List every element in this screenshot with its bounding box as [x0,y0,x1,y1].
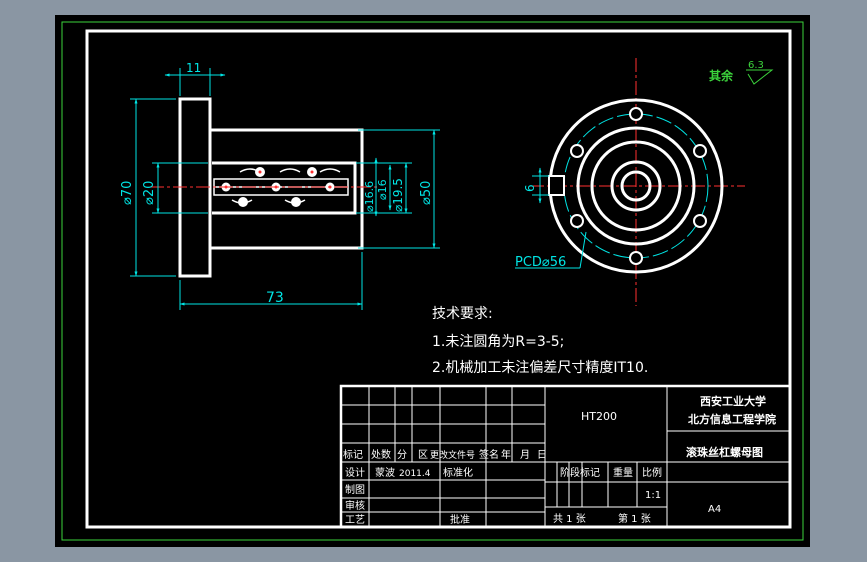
hdr-zone: 区 [418,449,428,461]
part-name: 滚珠丝杠螺母图 [686,445,763,459]
surface-finish-symbol: 其余 6.3 [709,60,774,85]
tech-req-item-1: 1.未注圆角为R=3-5; [432,334,564,350]
scale-value: 1:1 [645,490,661,501]
raceway-circle [590,140,682,232]
hdr-day: 日 [537,450,547,461]
sheet-total: 共 1 张 [553,513,586,525]
dim-length: 73 [266,290,284,306]
oil-slot [548,175,565,196]
tech-req-item-2: 2.机械加工未注偏差尺寸精度IT10. [432,360,648,376]
side-view: 6 PCD⌀56 [515,58,745,306]
sheet-outer-border [61,21,804,541]
material: HT200 [581,410,617,423]
surface-finish-label: 其余 [709,68,734,83]
check-label: 审核 [345,499,365,512]
body-outline [210,128,364,250]
dim-flange-thickness: 11 [186,61,201,75]
stage-label: 阶段标记 [560,466,600,479]
technical-requirements: 技术要求: 1.未注圆角为R=3-5; 2.机械加工未注偏差尺寸精度IT10. [432,306,648,376]
dim-body-dia: ⌀50 [419,181,434,205]
front-view: 11 73 ⌀70 ⌀20 ⌀50 ⌀19.5 ⌀16 ⌀16.6 [120,61,440,310]
body-circle [576,126,696,246]
bore-circle-outer [610,160,662,212]
hdr-year: 年 [501,448,511,461]
title-block: HT200 西安工业大学 北方信息工程学院 滚珠丝杠螺母图 标记 处数 分 区 … [339,384,792,529]
dim-19-5: ⌀19.5 [391,178,405,212]
sheet-number: 第 1 张 [618,512,651,525]
tech-req-title: 技术要求: [432,306,493,322]
designer-name: 蒙波 [375,466,395,479]
hdr-fen: 分 [397,449,407,461]
bore-outline [212,161,357,215]
scale-label: 比例 [642,466,662,479]
dim-slot-width: 6 [523,184,537,192]
bolt-holes [570,107,707,265]
hdr-count: 处数 [371,448,391,461]
design-label: 设计 [345,466,365,479]
school-name-1: 西安工业大学 [700,394,766,408]
hdr-change-doc: 更改文件号 [430,449,475,461]
process-label: 工艺 [345,514,365,526]
school-name-2: 北方信息工程学院 [688,412,776,426]
dim-pcd: PCD⌀56 [515,255,566,270]
design-date: 2011.4 [399,469,431,479]
dim-ball-dia-1: ⌀16 [376,179,389,200]
hdr-month: 月 [520,449,530,461]
standardize-label: 标准化 [443,466,473,479]
surface-finish-value: 6.3 [748,60,764,71]
paper-size: A4 [708,504,721,515]
dim-flange-dia: ⌀70 [120,181,135,205]
approve-label: 批准 [450,513,470,526]
sheet-background [55,15,810,547]
bore-circle-inner [620,170,652,202]
weight-label: 重量 [613,466,633,479]
dim-bore-dia: ⌀20 [142,181,157,205]
draw-label: 制图 [345,483,365,496]
hdr-signature: 签名 [479,448,499,461]
dim-ball-dia-2: ⌀16.6 [363,181,376,212]
hdr-mark: 标记 [343,449,363,461]
